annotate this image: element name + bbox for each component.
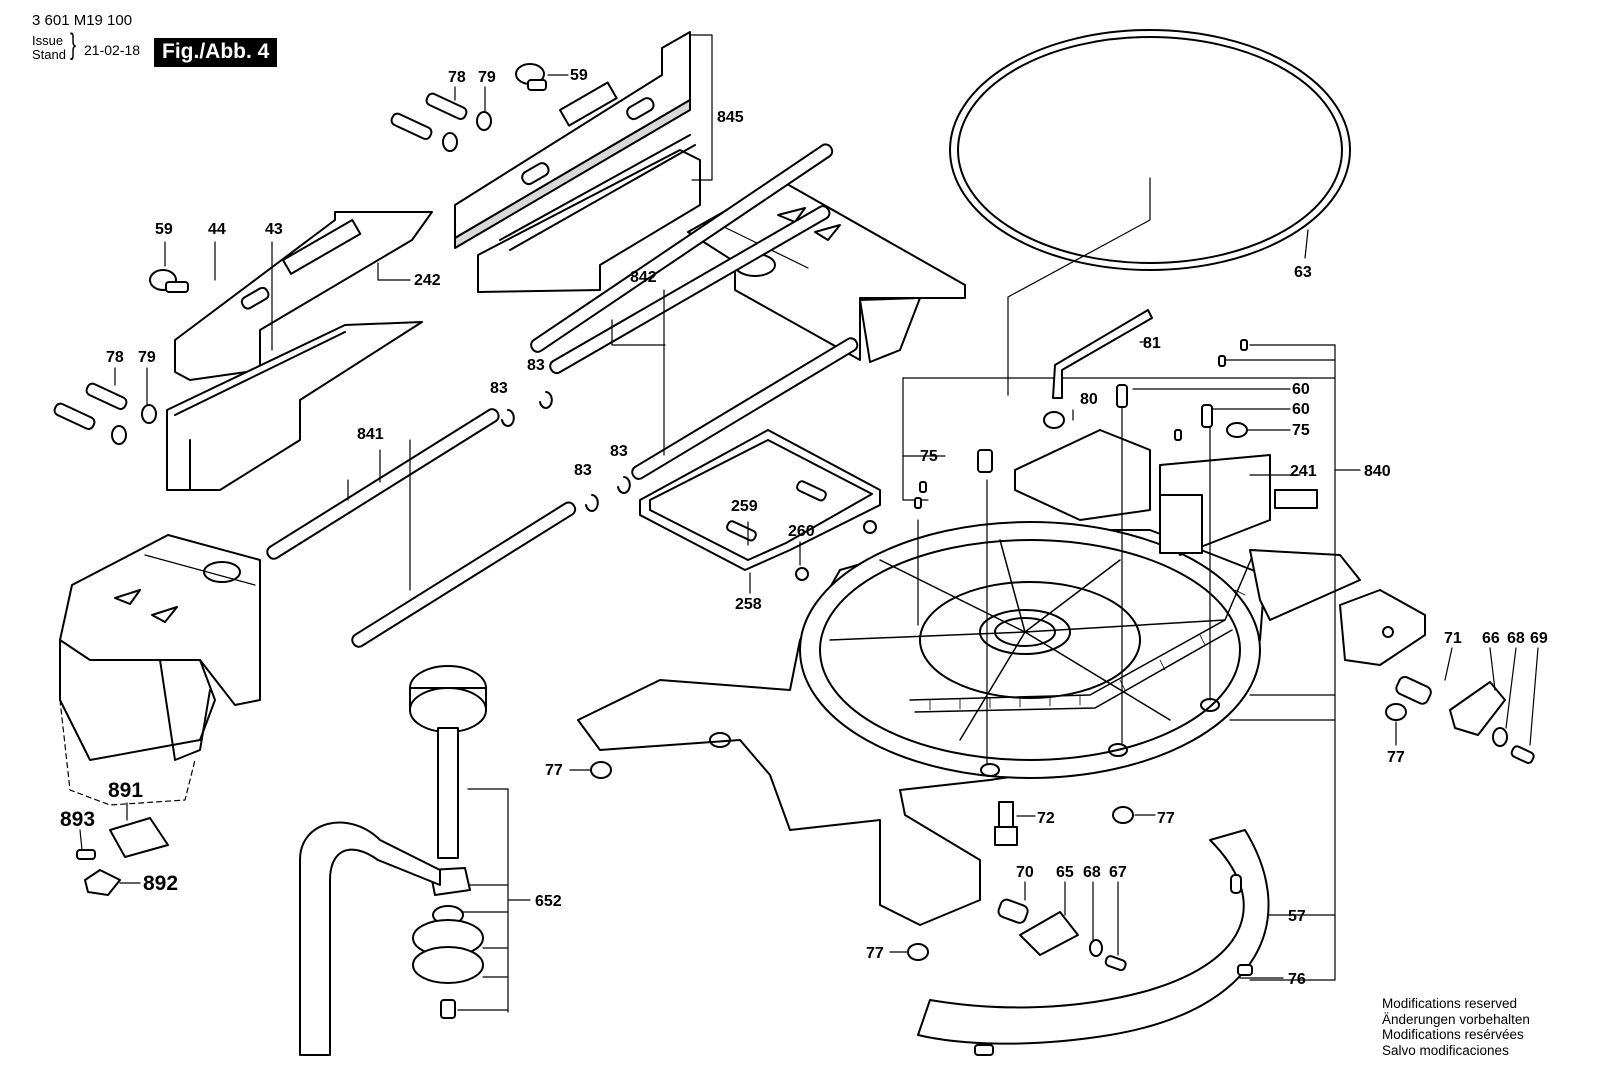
ring-part-inner [957,36,1343,264]
part-label: 259 [731,498,758,515]
part-label: 60 [1292,401,1310,418]
part-label: 63 [1294,264,1312,281]
part-label: 77 [1157,810,1175,827]
part-label: 241 [1290,463,1317,480]
part-label: 75 [1292,422,1310,439]
part-label: 652 [535,893,562,910]
left-fence-lower [166,321,423,491]
bolt-72 [994,801,1018,846]
nut-set [590,703,1407,961]
modification-notes: Modifications reserved Änderungen vorbeh… [1382,996,1530,1058]
brace-glyph: } [70,28,77,61]
part-label: 77 [866,945,884,962]
part-label: 83 [527,357,545,374]
knob-top [515,63,569,91]
issue-date: 21-02-18 [84,42,141,58]
part-label: 891 [108,779,143,802]
issue-label: Issue [32,33,64,48]
part-label: 77 [1387,749,1405,766]
part-label: 841 [357,426,384,443]
part-label: 60 [1292,381,1310,398]
note-line: Salvo modificaciones [1382,1042,1509,1058]
part-label: 68 [1507,630,1525,647]
note-line: Modifications reserved [1382,996,1518,1011]
screw-set-top [390,86,492,152]
clamp-rod [299,821,441,1056]
rod-set [266,143,859,648]
knob-892 [84,869,121,896]
part-label: 70 [1016,864,1034,881]
part-label: 59 [570,67,588,84]
screw-set-left [53,367,157,445]
part-label: 68 [1083,864,1101,881]
part-label: 43 [265,221,283,238]
wire-frame [639,429,881,571]
part-label: 892 [143,872,178,895]
part-label: 78 [106,349,124,366]
part-number: 3 601 M19 100 [32,12,133,29]
part-label: 76 [1288,971,1306,988]
knob-left [149,241,189,293]
part-label: 65 [1056,864,1074,881]
part-label: 71 [1444,630,1462,647]
part-label: 83 [490,380,508,397]
part-label: 72 [1037,810,1055,827]
part-label: 258 [735,596,762,613]
part-label: 840 [1364,463,1391,480]
part-label: 44 [208,221,226,238]
part-label: 80 [1080,391,1098,408]
part-label: 57 [1288,908,1306,925]
stand-label: Stand [32,47,66,62]
left-fence-upper [174,211,433,381]
note-line: Modifications resérvées [1382,1027,1524,1042]
part-label: 66 [1482,630,1500,647]
part-label: 242 [414,272,441,289]
part-label: 79 [138,349,156,366]
small-screws [914,339,1248,509]
part-label: 79 [478,69,496,86]
figure-label: Fig./Abb. 4 [154,38,278,67]
part-label: 75 [920,448,938,465]
part-label: 78 [448,69,466,86]
clip-set [501,391,631,512]
part-label: 83 [610,443,628,460]
screw-259-set [726,480,877,581]
hex-key [1052,309,1153,399]
right-clamp [1395,675,1535,764]
part-label: 81 [1143,335,1161,352]
issue-stand-label: Issue Stand [32,34,66,62]
right-clamp-block [1339,589,1426,666]
part-label: 845 [717,109,744,126]
part-label: 67 [1109,864,1127,881]
vertical-clamp [299,665,487,1056]
part-label: 77 [545,762,563,779]
part-label: 59 [155,221,173,238]
part-label: 69 [1530,630,1548,647]
part-label: 260 [788,523,815,540]
note-line: Änderungen vorbehalten [1382,1011,1530,1027]
part-labels: 78 79 59 845 59 44 43 242 78 79 842 83 8… [60,67,1548,988]
handle-plate [109,817,169,858]
part-label: 83 [574,462,592,479]
part-label: 893 [60,808,95,831]
ring-part [949,29,1351,271]
part-label: 842 [630,269,657,286]
lower-clamp [997,898,1127,972]
